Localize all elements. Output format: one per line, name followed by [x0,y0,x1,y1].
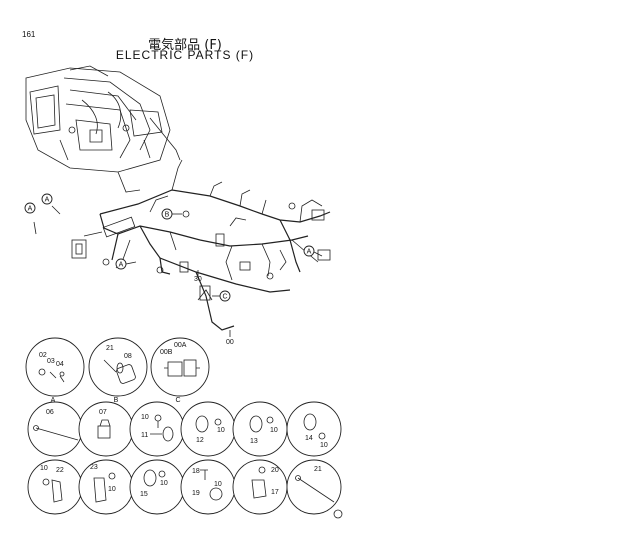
svg-text:21: 21 [314,466,322,473]
svg-text:04: 04 [56,361,64,368]
clip-part [33,221,37,235]
svg-text:10: 10 [320,442,328,449]
detail-caption: A [51,397,56,404]
detail-23-10: 23 10 [78,459,134,515]
detail-caption: B [114,397,119,404]
detail-10-11: 10 11 [129,401,185,457]
corner-mark-icon [333,509,343,519]
svg-text:19: 19 [192,490,200,497]
clip-part [51,205,61,215]
detail-21-tie: 21 [286,459,342,515]
callout-c: C [212,290,231,302]
detail-a: 02 03 04 A [25,337,85,404]
svg-text:20: 20 [271,467,279,474]
callout-a-1: A [41,193,53,205]
callout-label: A [119,262,124,269]
detail-c: 00A 00B C [150,337,210,404]
detail-12-10: 12 10 [180,401,236,457]
svg-text:15: 15 [140,491,148,498]
svg-text:18: 18 [192,468,200,475]
svg-text:00A: 00A [174,342,187,349]
detail-18-10-19: 18 10 19 [180,459,236,515]
machine-outline [25,65,181,193]
svg-text:06: 06 [46,409,54,416]
callout-b: B [161,208,182,220]
detail-07: 07 [78,401,134,457]
detail-13-10: 13 10 [232,401,288,457]
detail-20-17: 20 17 [232,459,288,515]
callout-label: A [45,197,50,204]
detail-06: 06 [27,401,83,457]
svg-text:10: 10 [40,465,48,472]
callout-label: A [28,206,33,213]
detail-14-10: 14 10 [286,401,342,457]
detail-caption: C [175,397,180,404]
detail-10-15: 10 15 [129,459,185,515]
svg-text:00B: 00B [160,349,173,356]
svg-text:03: 03 [47,358,55,365]
svg-text:08: 08 [124,353,132,360]
svg-text:10: 10 [141,414,149,421]
svg-text:11: 11 [141,432,148,439]
svg-text:23: 23 [90,464,98,471]
svg-text:10: 10 [217,427,225,434]
svg-text:10: 10 [160,480,168,487]
svg-text:10: 10 [214,481,222,488]
svg-text:21: 21 [106,345,114,352]
svg-text:A: A [307,249,312,256]
callout-a-2: A [24,202,36,214]
svg-text:07: 07 [99,409,107,416]
page-number: 161 [22,30,36,39]
label-harness-00: 00 [226,339,234,346]
callout-a-4: A [303,245,323,257]
svg-text:14: 14 [305,435,313,442]
detail-b: 21 08 B [88,337,148,404]
svg-text:12: 12 [196,437,204,444]
svg-text:02: 02 [39,352,47,359]
page-title: ELECTRIC PARTS (F) [115,48,255,62]
detail-10-22: 10 22 [27,459,83,515]
svg-text:10: 10 [270,427,278,434]
callout-label: C [222,294,227,301]
wire-harness [71,159,331,331]
callout-label: B [165,212,170,219]
svg-text:10: 10 [108,486,116,493]
svg-text:13: 13 [250,438,258,445]
page-title-japanese: 電気部品 (F) [148,38,222,53]
svg-text:22: 22 [56,467,64,474]
callout-a-3: A [115,258,137,270]
svg-text:17: 17 [271,489,279,496]
label-harness-30: 30 [194,276,202,283]
